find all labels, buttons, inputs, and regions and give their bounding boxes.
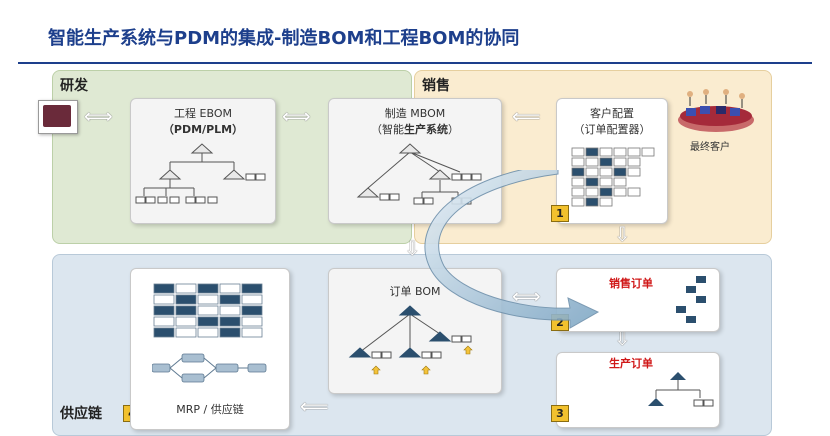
down-arrow-icon: ⇩ [614,326,631,350]
step-badge-1: 1 [551,205,569,222]
step-badge-3: 3 [551,405,569,422]
curved-flow-arrow-icon [424,170,600,329]
mrp-diagram [152,283,267,383]
title-underline [18,62,812,64]
ebom-tree-diagram [135,143,266,204]
rd-zone-label: 研发 [60,78,88,94]
configurator-title: 客户配置 [590,107,634,120]
down-arrow-icon: ⇩ [614,222,631,246]
mbom-title: 制造 MBOM [384,107,446,120]
sales-order-icon [676,276,706,323]
double-arrow-icon: ⟺ [282,104,311,128]
supply-chain-zone-label: 供应链 [60,406,102,422]
mbom-subtitle-prefix: （智能 [371,123,404,136]
left-arrow-icon: ⟸ [512,104,541,128]
customer-group-image [678,89,754,132]
configurator-subtitle: （订单配置器） [573,123,651,136]
mbom-subtitle-bold: 生产系统 [404,123,448,136]
cad-thumbnail-image [38,100,78,134]
ebom-title: 工程 EBOM [174,107,232,120]
mrp-label: MRP / 供应链 [176,403,244,416]
double-arrow-icon: ⟺ [512,284,541,308]
sales-order-title: 销售订单 [609,277,653,290]
mbom-card: 制造 MBOM （智能生产系统） [328,98,502,224]
order-bom-tree-diagram [348,305,473,375]
ebom-subtitle: （PDM/PLM） [162,123,244,136]
order-bom-title: 订单 BOM [389,285,441,298]
production-order-title: 生产订单 [609,357,653,370]
left-arrow-icon: ⟸ [300,394,329,418]
double-arrow-icon: ⟺ [84,104,113,128]
customer-label: 最终客户 [690,142,730,153]
configurator-grid [571,147,655,207]
mbom-subtitle-suffix: ） [448,123,459,136]
down-arrow-icon: ⇩ [404,236,421,260]
sales-zone-label: 销售 [422,78,450,94]
page-title: 智能生产系统与PDM的集成-制造BOM和工程BOM的协同 [48,28,520,49]
production-order-tree [648,372,714,407]
